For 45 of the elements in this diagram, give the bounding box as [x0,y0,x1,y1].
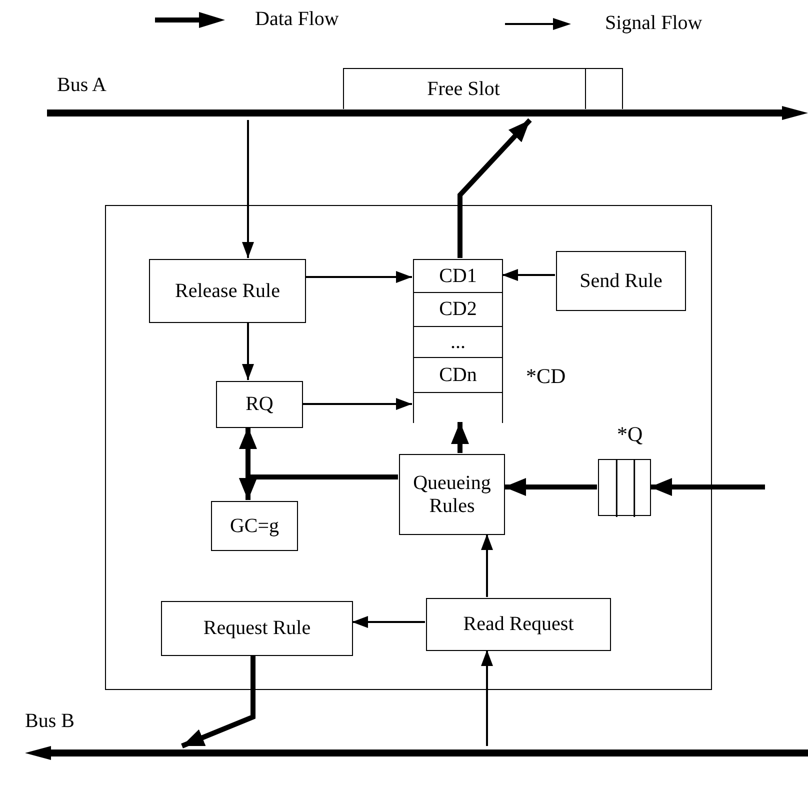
slot-box [343,68,623,109]
signal-flow-arrow [242,322,254,380]
data-flow-arrow [504,478,597,496]
signal-flow-arrow [242,120,254,258]
data-flow-arrow [458,118,532,258]
box-label: CD2 [438,298,478,321]
side-label: *Q [617,422,643,447]
side-label: *CD [526,364,566,389]
signal-flow-arrow [305,271,412,283]
process-box [211,501,298,551]
register-cell [413,293,503,327]
register-cell [413,393,503,423]
process-box [105,205,712,690]
signal-flow-arrow [481,650,493,746]
register-cell [413,259,503,293]
box-label: CD1 [438,264,478,288]
data-flow-arrow [650,478,765,496]
bus-label: Bus A [57,74,106,97]
process-box [149,259,306,323]
signal-flow-arrow [302,398,412,410]
process-box [161,601,353,656]
data-flow-arrow [181,655,256,748]
signal-flow-arrow [481,534,493,597]
box-label: Read Request [462,613,575,636]
box-label: CDn [438,364,478,386]
box-label: Release Rule [174,280,281,302]
box-label: GC=g [228,514,280,538]
box-label: Queueing Rules [412,472,492,518]
box-label: Request Rule [202,617,312,640]
process-box [399,454,505,535]
box-label: Free Slot [426,78,501,100]
data-flow-arrow [451,422,469,453]
register-cell [413,358,503,393]
process-box [216,381,303,428]
signal-flow-arrow [352,616,425,628]
process-box [556,251,686,311]
box-label: ... [450,330,466,354]
legend-label: Signal Flow [605,12,702,35]
signal-flow-arrow [502,269,555,281]
box-label: RQ [244,393,274,416]
process-box [426,598,611,651]
box-label: Send Rule [578,270,664,292]
bus-label: Bus B [25,710,74,733]
legend-label: Data Flow [255,8,339,31]
register-cell [413,327,503,358]
